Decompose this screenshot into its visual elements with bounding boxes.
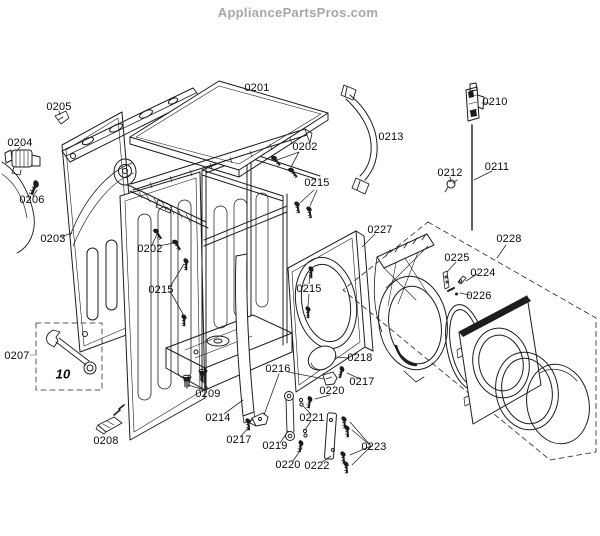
- part-label-0226: 0226: [466, 290, 492, 302]
- door-trim-ring-art: [495, 351, 559, 431]
- part-label-0220-a: 0220: [319, 385, 345, 397]
- hinge-clip-art: [457, 275, 467, 285]
- hinge-boss-art: [307, 345, 337, 371]
- hinge-pin-art: [442, 270, 450, 290]
- door-hinge-frame-art: [373, 233, 448, 383]
- part-label-0222: 0222: [304, 460, 330, 472]
- part-label-0217-a: 0217: [349, 376, 375, 388]
- part-label-0221: 0221: [299, 412, 325, 424]
- clamp-art: [95, 404, 125, 435]
- door-panel-art: [456, 295, 542, 425]
- part-label-0211: 0211: [484, 161, 510, 173]
- door-glass-art: [526, 363, 590, 445]
- part-label-0209: 0209: [195, 388, 221, 400]
- part-label-0218: 0218: [347, 352, 373, 364]
- door-assembly-art: [342, 221, 597, 461]
- part-label-0228: 0228: [496, 233, 522, 245]
- part-label-0203: 0203: [40, 233, 66, 245]
- side-panel-art: [119, 171, 206, 441]
- rear-panel-edge-art: [1, 161, 35, 254]
- part-label-0201: 0201: [244, 82, 270, 94]
- part-label-0225: 0225: [444, 252, 470, 264]
- top-panel-art: [129, 80, 329, 178]
- part-label-0224: 0224: [470, 267, 496, 279]
- leader-lines: [16, 102, 507, 466]
- part-label-0215-b: 0215: [148, 284, 174, 296]
- part-label-0214: 0214: [205, 412, 231, 424]
- part-label-0217-b: 0217: [226, 434, 252, 446]
- part-label-0210: 0210: [482, 96, 508, 108]
- front-panel-art: [287, 230, 374, 393]
- rod-clip-art: [444, 179, 458, 193]
- watermark: AppliancePartsPros.com: [217, 5, 379, 20]
- part-label-0220-b: 0220: [275, 459, 301, 471]
- drain-hose-art: [340, 84, 378, 195]
- part-label-0223: 0223: [361, 441, 387, 453]
- wrench-kit-art: [35, 322, 103, 391]
- part-label-0204: 0204: [7, 137, 33, 149]
- support-strut-art: [234, 253, 256, 424]
- wrench-box: [35, 322, 103, 391]
- part-label-0227: 0227: [367, 224, 393, 236]
- part-label-0212: 0212: [437, 167, 463, 179]
- part-label-0219: 0219: [262, 440, 288, 452]
- door-lock-art: [465, 82, 485, 122]
- part-label-0202-a: 0202: [292, 141, 318, 153]
- wrench-size-label: 10: [55, 366, 71, 382]
- damper-art: [4, 149, 41, 176]
- top-crossbar-art: [127, 128, 313, 229]
- part-label-0207: 0207: [4, 350, 30, 362]
- part-label-0202-b: 0202: [137, 243, 163, 255]
- hinge-screw-art: [447, 287, 458, 296]
- part-label-0206: 0206: [19, 194, 45, 206]
- part-label-0205: 0205: [46, 101, 72, 113]
- part-label-0213: 0213: [378, 131, 404, 143]
- part-label-0215-a: 0215: [304, 177, 330, 189]
- door-assembly-boundary: [342, 221, 597, 461]
- part-label-0215-c: 0215: [296, 283, 322, 295]
- screw-0206-art: [25, 178, 43, 197]
- part-label-0208: 0208: [93, 435, 119, 447]
- part-label-0216: 0216: [265, 363, 291, 375]
